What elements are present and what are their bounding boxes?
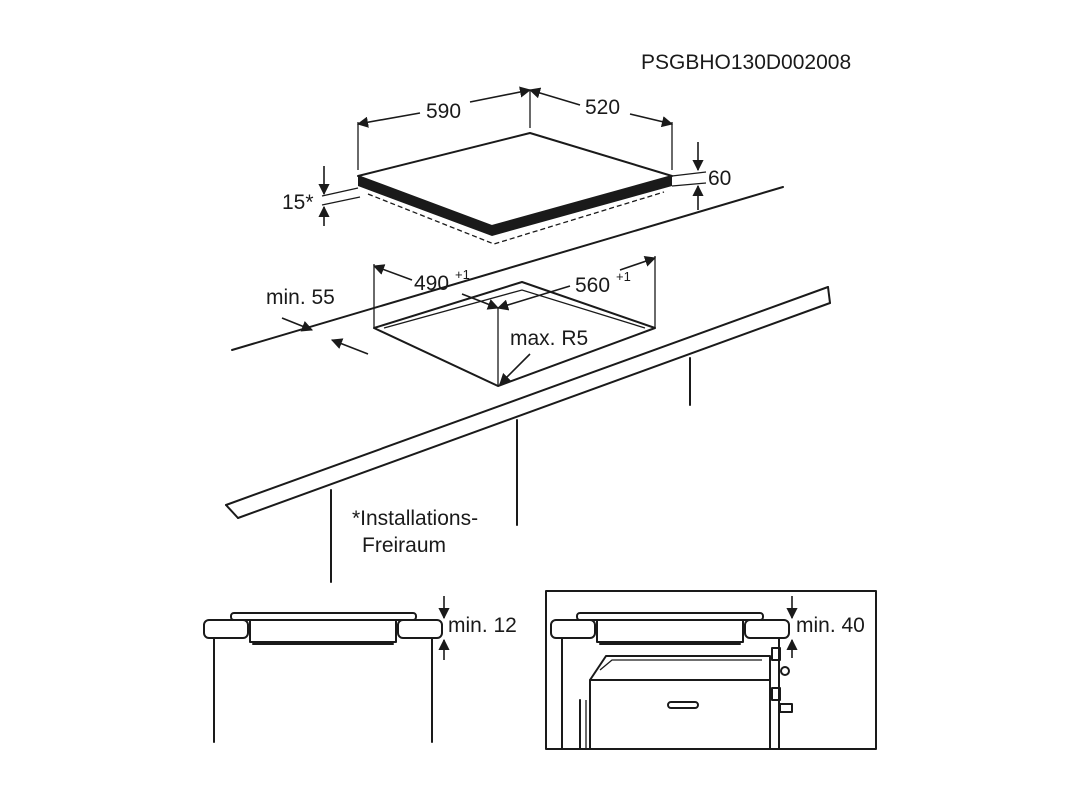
- edge-distance-arrow-front: [330, 338, 369, 355]
- depth-dim-line-left: [528, 87, 581, 106]
- depth-dim-line-right: [629, 113, 674, 128]
- cutout-width-arrow-left: [372, 264, 413, 281]
- edge-distance-label: min. 55: [266, 286, 335, 309]
- cutout-width-tolerance: +1: [455, 267, 470, 282]
- clearance-label: 15*: [282, 191, 314, 214]
- cutout-width-arrow-right: [461, 293, 500, 310]
- width-label: 590: [426, 100, 461, 123]
- edge-distance-arrow-back: [281, 317, 314, 332]
- width-dim-line-right: [469, 86, 532, 103]
- gap-left-label: min. 12: [448, 614, 517, 637]
- note-line-1: *Installations-: [352, 507, 478, 530]
- section-left: [203, 612, 443, 743]
- corner-radius-arrow: [499, 353, 531, 385]
- hob-drawing: [357, 90, 673, 245]
- cutout-depth-arrow-left: [496, 285, 571, 311]
- section-right: [545, 590, 877, 750]
- width-dim-line-left: [356, 112, 421, 128]
- drawing-code: PSGBHO130D002008: [641, 51, 851, 74]
- countertop-drawing: [225, 186, 831, 583]
- cutout-depth-arrow-right: [619, 255, 657, 271]
- cutout-width-label: 490: [414, 272, 449, 295]
- gap-right-label: min. 40: [796, 614, 865, 637]
- cutout-depth-label: 560: [575, 274, 610, 297]
- corner-radius-label: max. R5: [510, 327, 588, 350]
- height-label: 60: [708, 167, 731, 190]
- note-line-2: Freiraum: [362, 534, 446, 557]
- depth-label: 520: [585, 96, 620, 119]
- cutout-depth-tolerance: +1: [616, 269, 631, 284]
